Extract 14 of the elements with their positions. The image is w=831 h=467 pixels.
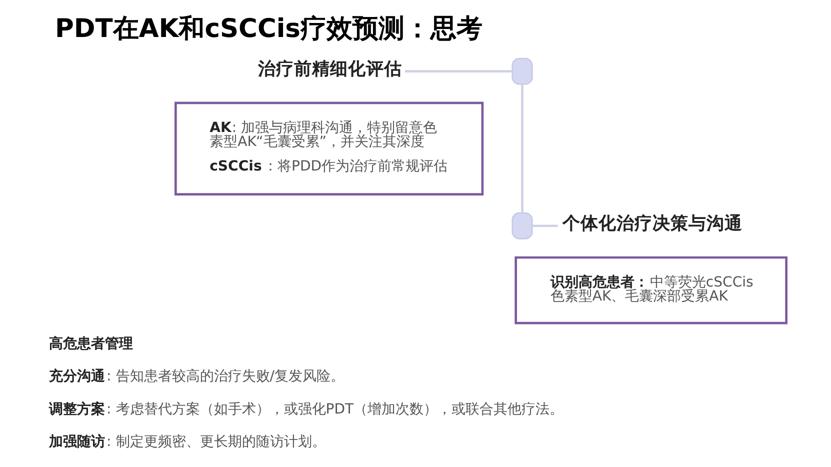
connector bbox=[520, 84, 523, 213]
label: 调整方案: 考虑替代方案（如手术），或强化PDT（增加次数），或联合其他疗法。 bbox=[48, 401, 564, 418]
node-box bbox=[511, 212, 532, 240]
label: 高危患者管理 bbox=[48, 336, 133, 352]
node-box: 识别高危患者：中等荧光cSCCis色素型AK、毛囊深部受累AK bbox=[514, 256, 787, 324]
node-box: AK: 加强与病理科沟通，特别留意色素型AK“毛囊受累”，并关注其深度 cSCCis：将PDD作为治疗前常规评估 bbox=[174, 102, 484, 196]
label: 加强随访: 制定更频密、更长期的随访计划。 bbox=[48, 434, 326, 450]
connector bbox=[532, 224, 558, 228]
node-text: 个体化治疗决策与沟通 bbox=[562, 214, 742, 234]
diagram-title: PDT在AK和cSCCis疗效预测：思考 bbox=[54, 14, 482, 44]
label: 充分沟通: 告知患者较高的治疗失败/复发风险。 bbox=[48, 368, 344, 385]
node-box bbox=[511, 58, 532, 85]
connector bbox=[404, 70, 512, 72]
node-text: 治疗前精细化评估 bbox=[258, 59, 402, 80]
